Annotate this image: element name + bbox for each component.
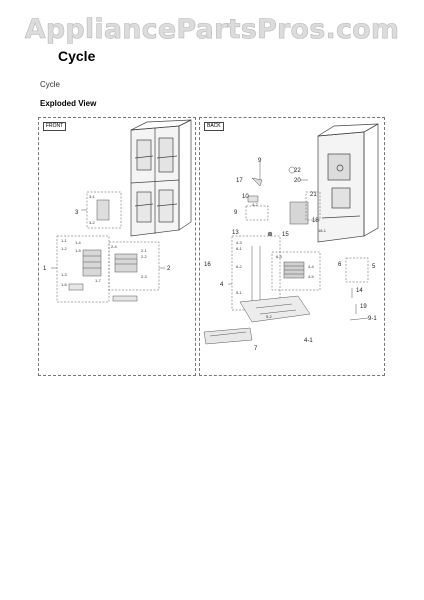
callout-2-3: 2-3 xyxy=(141,274,148,279)
back-panel-tag: BACK xyxy=(204,122,224,131)
callout-9-top: 9 xyxy=(258,158,262,164)
callout-4: 4 xyxy=(220,282,224,288)
callout-1-1: 1-1 xyxy=(61,238,68,243)
callout-17: 9-1 xyxy=(368,316,377,322)
watermark-logo: AppliancePartsPros.com xyxy=(24,14,400,46)
callout-18-1: 18-1 xyxy=(318,228,327,233)
callout-1-2: 1-2 xyxy=(61,246,68,251)
callout-16: 19 xyxy=(360,304,367,310)
callout-15: 16 xyxy=(204,262,211,268)
callout-4-2: 6-1 xyxy=(236,246,243,251)
callout-4-3: 6-2 xyxy=(236,264,243,269)
callout-3-1: 3-1 xyxy=(89,194,96,199)
callout-4-5: 5-2 xyxy=(266,314,273,319)
callout-1-7: 1-7 xyxy=(95,278,102,283)
callout-6-2: 4-4 xyxy=(308,264,315,269)
callout-1-4: 1-4 xyxy=(75,240,82,245)
callout-2-1: 2-1 xyxy=(141,248,148,253)
callout-4-1: 4-3 xyxy=(236,240,243,245)
front-fridge-outline xyxy=(130,119,192,237)
callout-9: 9 xyxy=(234,210,238,216)
back-panel: BACK xyxy=(199,117,385,376)
callout-2-2: 2-2 xyxy=(141,254,148,259)
callout-22: 22 xyxy=(294,168,301,174)
callout-1-5: 1-5 xyxy=(75,248,82,253)
callout-1-6: 1-6 xyxy=(61,282,68,287)
back-fridge-outline xyxy=(317,123,379,243)
callout-5: 5 xyxy=(372,264,376,270)
callout-21: 4-1 xyxy=(304,338,313,344)
callout-19: 20 xyxy=(294,178,301,184)
front-exploded-diagram: 3 1 2 1-1 1-2 1-3 1-4 1-5 1-6 1-7 2-1 2-… xyxy=(43,119,192,303)
callout-3: 3 xyxy=(75,210,79,216)
callout-13: 14 xyxy=(356,288,363,294)
callout-6-1: 6-3 xyxy=(276,254,283,259)
callout-3-2: 3-2 xyxy=(89,220,96,225)
section-heading: Exploded View xyxy=(40,99,97,108)
callout-6: 6 xyxy=(338,262,342,268)
callout-1-3: 1-3 xyxy=(61,272,68,277)
back-exploded-diagram: 9 17 10 9 13 15 22 20 21 18 18-1 16 4 6 … xyxy=(203,123,379,352)
callout-14: 15 xyxy=(282,232,289,238)
callout-6-3: 4-5 xyxy=(308,274,315,279)
page-title: Cycle xyxy=(58,48,96,64)
callout-12: 13 xyxy=(232,230,239,236)
front-panel: FRONT xyxy=(38,117,196,376)
callout-9-1: 4-2 xyxy=(252,202,259,207)
callout-18: 18 xyxy=(312,218,319,224)
callout-7: 7 xyxy=(254,346,258,352)
callout-2-4: 2-4 xyxy=(111,244,118,249)
callout-4-4: 5-1 xyxy=(236,290,243,295)
page-subtitle: Cycle xyxy=(40,80,61,89)
callout-20: 21 xyxy=(310,192,317,198)
callout-1: 1 xyxy=(43,266,47,272)
callout-2: 2 xyxy=(167,266,171,272)
callout-10: 10 xyxy=(242,194,249,200)
callout-11: 17 xyxy=(236,178,243,184)
front-panel-tag: FRONT xyxy=(43,122,67,131)
